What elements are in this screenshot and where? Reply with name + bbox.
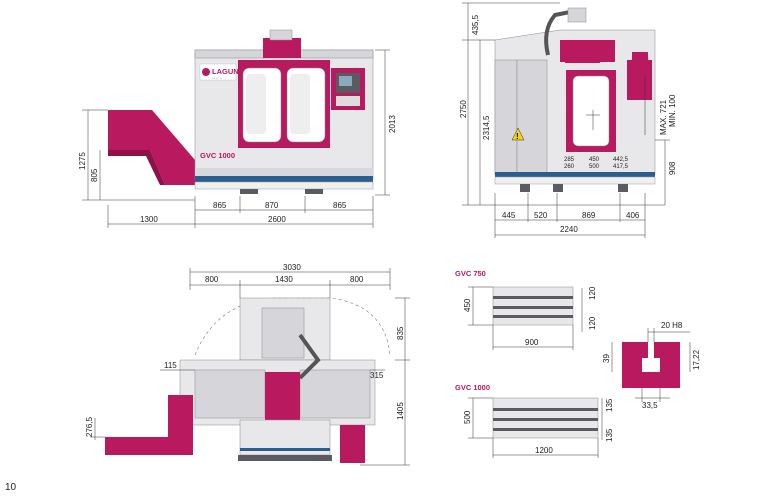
top-dim-276: 276,5	[85, 416, 94, 437]
side-dim-table-height: 908	[668, 161, 677, 175]
side-view: ! 285 260 450 500 442,5 417,5 435,5 2750…	[459, 2, 677, 238]
door-swing-arc	[194, 297, 391, 356]
side-table-dim-3a: 442,5	[613, 157, 629, 163]
side-dim-w2: 520	[534, 211, 548, 220]
table-750-label: GVC 750	[455, 269, 486, 278]
table-1000-slot1: 135	[605, 398, 614, 412]
side-dim-total-height: 2750	[459, 100, 468, 118]
page-number: 10	[5, 482, 17, 493]
side-table-dim-1a: 285	[564, 157, 575, 163]
table-gvc1000: GVC 1000 500 1200 135 135	[455, 383, 614, 458]
side-base-stripe	[495, 172, 655, 177]
lagun-logo-icon	[202, 68, 210, 76]
table-1000-width: 500	[463, 410, 472, 424]
tslot-depth: 39	[602, 354, 611, 363]
table-gvc750: GVC 750 450 900 120 120	[455, 269, 597, 350]
front-dim-total: 2600	[268, 215, 286, 224]
svg-text:!: !	[516, 132, 519, 141]
side-dim-z-min: MIN. 100	[668, 94, 677, 127]
table-1000-label: GVC 1000	[455, 383, 490, 392]
tslot-width: 20 H8	[661, 321, 683, 330]
top-dim-315: 315	[370, 371, 384, 380]
spindle-head	[263, 38, 301, 58]
top-dim-total-width: 3030	[283, 263, 301, 272]
front-dim-conveyor-low: 805	[90, 168, 99, 182]
table-1000-slot2: 135	[605, 428, 614, 442]
model-label: GVC 1000	[200, 151, 235, 160]
front-view: LAGUN • • • • • • GVC 1000 2013 1275 805…	[78, 29, 397, 228]
side-dim-top: 435,5	[471, 14, 480, 35]
front-dim-height: 2013	[388, 115, 397, 133]
side-table-dim-3b: 417,5	[613, 164, 629, 170]
table-750-width: 450	[463, 298, 472, 312]
side-dim-w3: 869	[582, 211, 596, 220]
side-table-dim-2b: 500	[589, 164, 600, 170]
front-dim-mid: 870	[265, 201, 279, 210]
top-dim-115: 115	[164, 361, 177, 370]
table-1000-length: 1200	[535, 446, 553, 455]
top-dim-mid: 1430	[275, 275, 293, 284]
front-dim-conveyor-width: 1300	[140, 215, 158, 224]
side-table-dim-2a: 450	[589, 157, 600, 163]
top-column	[265, 372, 300, 420]
side-dim-z-max: MAX. 721	[659, 99, 668, 135]
tslot-detail: 20 H8 39 17,22 33,5	[602, 321, 701, 410]
side-dim-total-width: 2240	[560, 225, 578, 234]
side-dim-w4: 406	[626, 211, 640, 220]
table-750-slot2: 120	[588, 316, 597, 330]
svg-text:• • • • • •: • • • • • •	[212, 76, 222, 80]
side-dim-main-height: 2314,5	[482, 115, 491, 140]
side-dim-w1: 445	[502, 211, 516, 220]
top-dim-left: 800	[205, 275, 219, 284]
top-dim-depth-top: 835	[396, 326, 405, 340]
warning-icon	[511, 127, 525, 141]
side-table-dim-1b: 260	[564, 164, 575, 170]
top-dim-right: 800	[350, 275, 364, 284]
front-dim-left: 865	[213, 201, 227, 210]
top-chip-conveyor	[105, 437, 180, 455]
base-stripe	[195, 176, 373, 182]
top-dim-depth-total: 1405	[396, 402, 405, 420]
table-750-length: 900	[525, 338, 539, 347]
front-dim-conveyor-height: 1275	[78, 152, 87, 170]
table-750-slot1: 120	[588, 286, 597, 300]
chip-conveyor	[108, 110, 195, 185]
tslot-neck: 17,22	[692, 349, 701, 370]
tslot-bottom: 33,5	[642, 401, 658, 410]
front-dim-right: 865	[333, 201, 347, 210]
brand-label: LAGUN	[212, 67, 239, 76]
top-view: 3030 800 1430 800 835 1405 115 315 276,5	[85, 263, 410, 466]
side-control-panel	[627, 60, 652, 100]
